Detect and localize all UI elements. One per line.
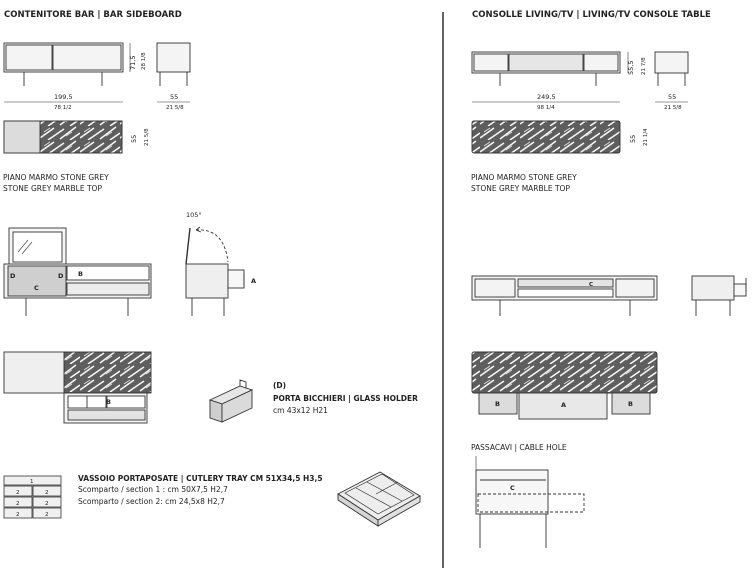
svg-text:1: 1	[30, 479, 34, 485]
left-depth-in: 21 5/8	[166, 105, 184, 111]
svg-text:2: 2	[16, 490, 20, 496]
left-marble-label-it: PIANO MARMO STONE GREY	[3, 173, 109, 182]
left-label-c: C	[34, 284, 39, 292]
right-marble-label-it: PIANO MARMO STONE GREY	[471, 173, 577, 182]
right-width-in: 98 1/4	[537, 105, 555, 111]
right-top-depth-cm: 55	[629, 135, 637, 143]
glass-holder-name: PORTA BICCHIERI | GLASS HOLDER	[273, 394, 418, 404]
right-depth-in: 21 5/8	[664, 105, 682, 111]
right-height-dimension: 55,5 21 7/8	[627, 52, 647, 75]
glass-holder-size: cm 43x12 H21	[273, 406, 328, 415]
left-width-cm: 199,5	[54, 93, 73, 101]
right-front-elevation	[471, 51, 621, 86]
left-width-in: 78 1/2	[54, 105, 72, 111]
left-plan-label-b: B	[106, 398, 111, 406]
right-top-depth-in: 21 1/4	[643, 128, 649, 146]
cutlery-tray-section2: Scomparto / section 2: cm 24,5x8 H2,7	[78, 497, 225, 506]
svg-text:2: 2	[16, 512, 20, 518]
right-open-elevation	[471, 275, 658, 316]
left-label-d2: D	[58, 272, 64, 280]
left-open-elevation	[3, 227, 152, 316]
right-open-plan	[471, 351, 658, 420]
right-plan-label-b2: B	[628, 400, 633, 408]
svg-text:28 1/8: 28 1/8	[141, 52, 147, 70]
right-width-cm: 249,5	[537, 93, 556, 101]
right-marble-label-en: STONE GREY MARBLE TOP	[471, 184, 570, 193]
svg-text:2: 2	[45, 501, 49, 507]
right-plan-label-a: A	[561, 401, 566, 409]
cutlery-tray-grid-labels: 1 2 2 2 2 2 2	[16, 479, 49, 518]
left-open-side	[185, 226, 245, 316]
left-height-dimension: 71,5 28 1/8	[129, 43, 147, 72]
right-open-side	[691, 275, 747, 316]
svg-text:2: 2	[45, 490, 49, 496]
cable-hole-label: PASSACAVI | CABLE HOLE	[471, 443, 567, 452]
cutlery-tray-section1: Scomparto / section 1 : cm 50X7,5 H2,7	[78, 485, 228, 494]
left-label-a: A	[251, 277, 256, 285]
left-top-depth-cm: 55	[130, 135, 138, 143]
left-title: CONTENITORE BAR | BAR SIDEBOARD	[4, 10, 182, 20]
right-depth-cm: 55	[668, 93, 676, 101]
cable-hole-label-c: C	[510, 484, 515, 492]
left-side-elevation	[156, 42, 191, 86]
right-title: CONSOLLE LIVING/TV | LIVING/TV CONSOLE T…	[472, 10, 711, 20]
glass-holder-drawing	[208, 379, 254, 423]
svg-text:71,5: 71,5	[129, 56, 137, 70]
left-open-plan	[3, 351, 152, 424]
svg-text:2: 2	[16, 501, 20, 507]
left-marble-label-en: STONE GREY MARBLE TOP	[3, 184, 102, 193]
left-depth-cm: 55	[170, 93, 178, 101]
glass-holder-code: (D)	[273, 381, 286, 390]
left-label-d1: D	[10, 272, 16, 280]
right-label-c: C	[589, 282, 593, 288]
left-plan-marble	[3, 120, 123, 154]
left-angle-label: 105°	[186, 211, 202, 219]
cable-hole-section	[475, 456, 585, 548]
right-plan-label-b1: B	[495, 400, 500, 408]
right-plan-marble	[471, 120, 621, 154]
cutlery-tray-name: VASSOIO PORTAPOSATE | CUTLERY TRAY CM 51…	[78, 474, 323, 484]
cutlery-tray-grid	[3, 475, 62, 519]
right-side-elevation	[654, 51, 689, 86]
left-top-depth-in: 21 5/8	[144, 128, 150, 146]
left-front-elevation	[3, 42, 124, 86]
svg-text:2: 2	[45, 512, 49, 518]
svg-text:21 7/8: 21 7/8	[641, 57, 647, 75]
svg-text:55,5: 55,5	[627, 61, 635, 75]
left-label-b: B	[78, 270, 83, 278]
cutlery-tray-drawing	[337, 471, 421, 527]
